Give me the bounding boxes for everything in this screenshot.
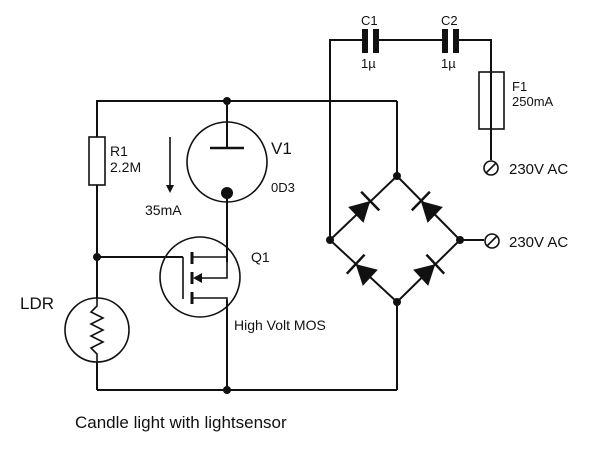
junction-dot (223, 386, 231, 394)
junction-dot (223, 97, 231, 105)
junction-dot (93, 253, 101, 261)
diode-d4 (413, 253, 446, 286)
mosfet-q1: Q1 High Volt MOS (159, 236, 326, 333)
tube-cathode (221, 187, 233, 199)
cap-left-wire (329, 39, 362, 240)
c1-ref: C1 (361, 13, 378, 28)
junction-dot (326, 236, 334, 244)
c2-value: 1µ (441, 56, 456, 71)
terminal-icon (483, 160, 499, 176)
ldr-ref: LDR (20, 294, 54, 313)
mosfet-body-line (200, 257, 228, 279)
c2-plate-left (442, 29, 448, 53)
c1-plate-left (362, 29, 368, 53)
ldr-envelope (64, 297, 130, 363)
current-arrow-head-icon (166, 185, 174, 193)
tube-v1: V1 0D3 (186, 121, 295, 203)
terminal-slash (486, 235, 498, 247)
junction-dot (456, 236, 464, 244)
c2-ref: C2 (441, 13, 458, 28)
bridge-outline (328, 174, 462, 304)
diode-d2 (410, 190, 443, 223)
c1-value: 1µ (361, 56, 376, 71)
diode-d1 (348, 190, 381, 223)
current-value: 35mA (145, 202, 182, 218)
capacitor-c1: C1 1µ (361, 13, 379, 71)
ac-terminal-top: 230V AC (483, 160, 568, 178)
v1-ref: V1 (271, 139, 292, 158)
diode-bridge (328, 174, 462, 304)
resistor-body (88, 136, 106, 186)
ac-mid-label: 230V AC (509, 234, 568, 251)
q1-ref: Q1 (251, 249, 270, 265)
tube-envelope (186, 121, 268, 203)
terminal-icon (484, 233, 500, 249)
junctions (93, 97, 464, 394)
current-indicator: 35mA (145, 137, 182, 218)
diode-d3 (345, 253, 378, 286)
f1-ref: F1 (512, 79, 527, 94)
f1-value: 250mA (512, 94, 554, 109)
diagram-title: Candle light with lightsensor (75, 413, 287, 432)
mosfet-source-line (192, 297, 228, 300)
terminal-slash (485, 162, 497, 174)
resistor-r1: R1 2.2M (88, 136, 141, 186)
v1-value: 0D3 (271, 180, 295, 195)
junction-dot (393, 172, 401, 180)
ldr-zigzag (89, 298, 105, 362)
ldr: LDR (20, 294, 130, 363)
junction-dot (393, 298, 401, 306)
mosfet-envelope (159, 236, 241, 318)
q1-value: High Volt MOS (234, 317, 326, 333)
mosfet-arrow-icon (193, 273, 202, 283)
ac-terminal-mid: 230V AC (484, 233, 568, 251)
c2-plate-right (453, 29, 459, 53)
r1-value: 2.2M (110, 159, 141, 175)
r1-ref: R1 (110, 143, 128, 159)
top-wire (96, 100, 397, 137)
ac-top-label: 230V AC (509, 161, 568, 178)
fuse-f1: F1 250mA (478, 71, 554, 130)
cap-right-wire (459, 39, 492, 72)
c1-plate-right (373, 29, 379, 53)
capacitor-c2: C2 1µ (441, 13, 459, 71)
